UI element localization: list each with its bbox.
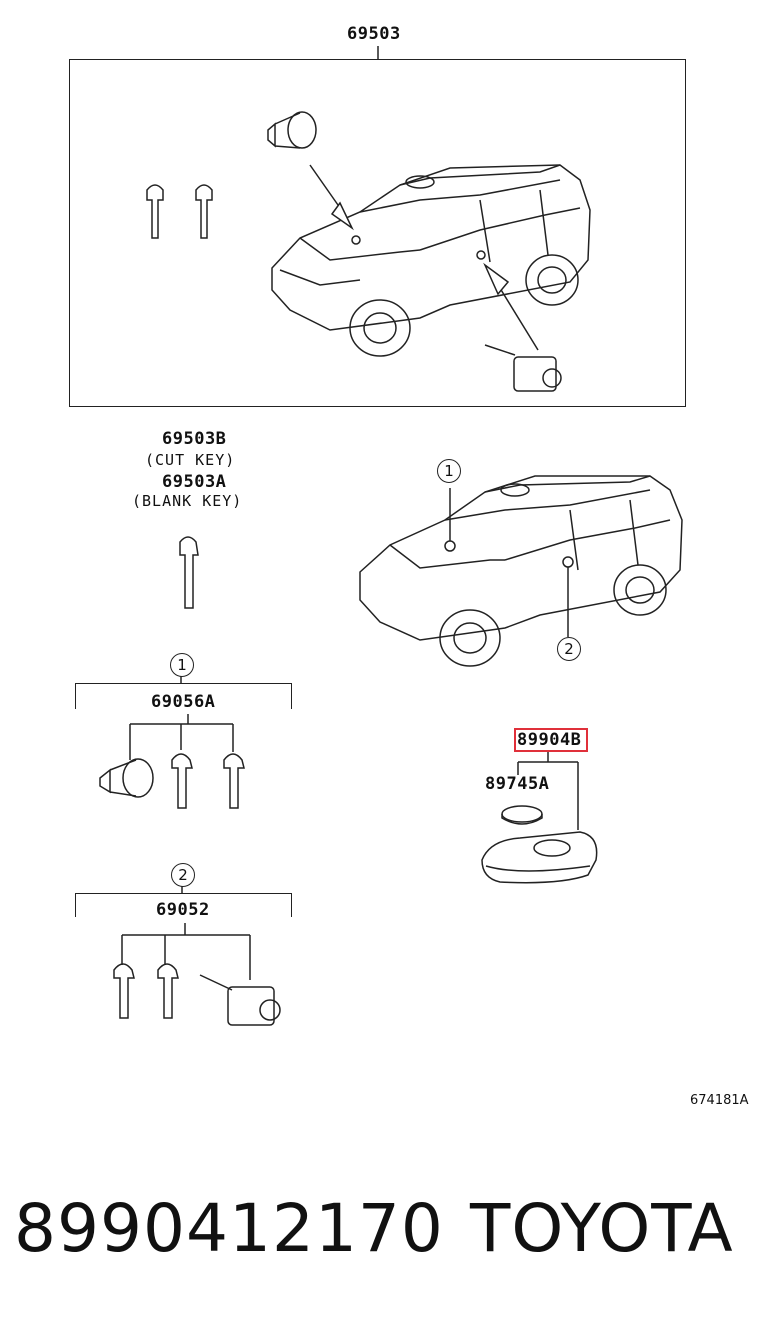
group1-bracket xyxy=(75,683,292,709)
blank-key-part-label: 69503A xyxy=(162,472,227,492)
remote-transmitter-part xyxy=(481,831,598,884)
footer-brand: TOYOTA xyxy=(470,1190,734,1267)
arrow-door-lock xyxy=(494,279,539,351)
callout-marker-2: 2 xyxy=(557,637,581,661)
group2-keys xyxy=(113,963,179,1019)
highlighted-part-box xyxy=(514,728,588,752)
group1-cylinder-part xyxy=(99,758,154,798)
group2-bracket xyxy=(75,893,292,917)
vehicle-illustration-top xyxy=(271,164,591,357)
top-assembly-label: 69503 xyxy=(347,24,401,44)
callout-marker-1: 1 xyxy=(437,459,461,483)
door-lock-cylinder-part xyxy=(484,344,562,392)
group1-part-label: 69056A xyxy=(151,692,216,712)
key-pair-top xyxy=(146,184,213,239)
transmitter-part-label[interactable]: 89904B xyxy=(517,730,582,750)
cut-key-desc: (CUT KEY) xyxy=(145,451,236,469)
top-assembly-box xyxy=(69,59,686,407)
battery-part xyxy=(501,805,543,825)
group2-door-lock-part xyxy=(199,974,281,1026)
vehicle-illustration-middle xyxy=(359,475,683,667)
ignition-cylinder-part xyxy=(267,111,317,149)
blank-key-desc: (BLANK KEY) xyxy=(132,492,243,510)
battery-part-label: 89745A xyxy=(485,774,550,794)
group2-part-label: 69052 xyxy=(156,900,210,920)
diagram-ref-code: 674181A xyxy=(690,1093,749,1108)
group1-keys xyxy=(171,753,245,809)
single-key-part xyxy=(179,536,199,609)
group1-marker: 1 xyxy=(170,653,194,677)
cut-key-part-label: 69503B xyxy=(162,429,227,449)
group2-marker: 2 xyxy=(171,863,195,887)
footer-part-number: 8990412170 xyxy=(14,1190,444,1267)
